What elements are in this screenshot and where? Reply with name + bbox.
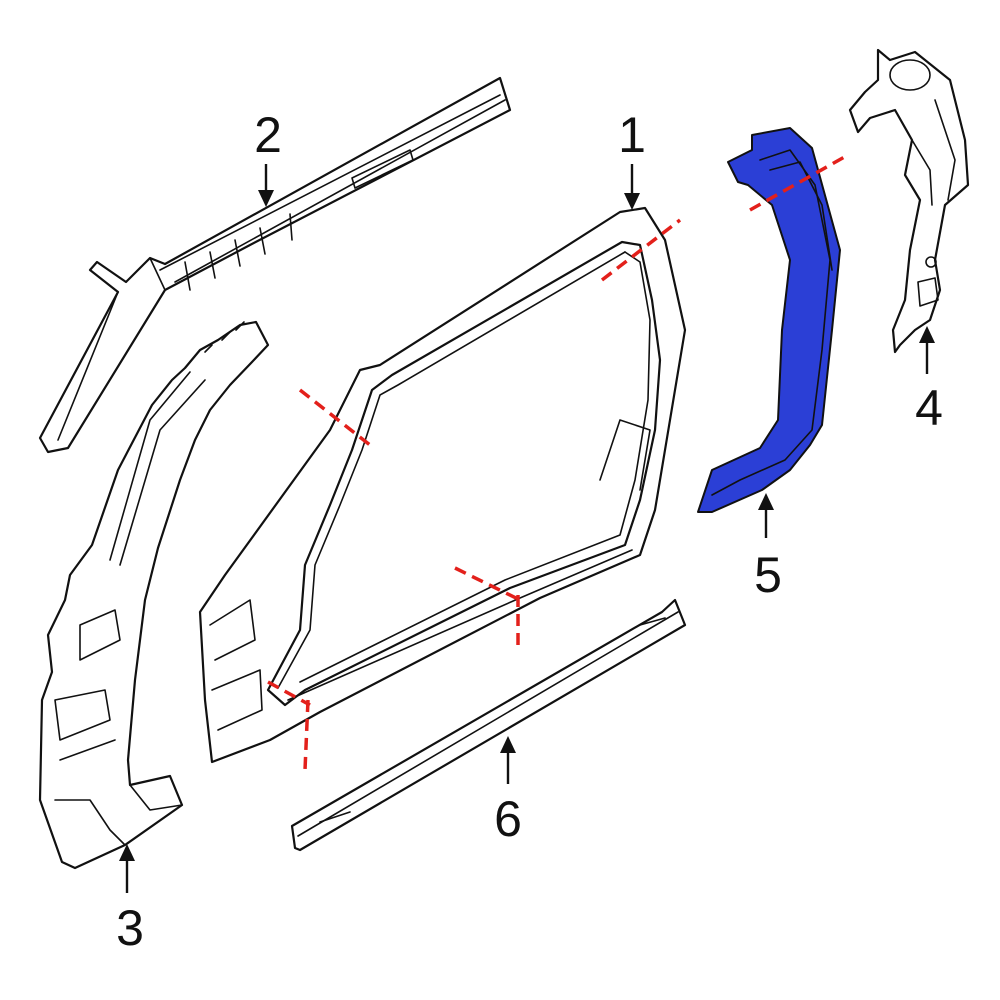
leader-arrows <box>119 164 935 893</box>
cut-line-2 <box>600 218 682 282</box>
callout-labels: 1 2 3 4 5 6 <box>116 107 943 956</box>
callout-4[interactable]: 4 <box>915 380 943 436</box>
section-cut-lines <box>267 153 849 771</box>
part-2-roof-rail[interactable] <box>38 76 512 454</box>
part-6-rocker-panel[interactable] <box>290 598 687 852</box>
callout-6[interactable]: 6 <box>494 791 522 847</box>
leader-arrow-6 <box>500 736 516 784</box>
callout-3[interactable]: 3 <box>116 900 144 956</box>
cut-line-1 <box>298 388 372 447</box>
cut-line-3 <box>454 566 521 602</box>
leader-arrow-2 <box>258 164 274 207</box>
part-4-quarter-panel-inner[interactable] <box>848 48 970 354</box>
part-1-door-opening-frame[interactable] <box>198 206 687 764</box>
part-3-hinge-pillar[interactable] <box>38 320 270 870</box>
leader-arrow-3 <box>119 844 135 893</box>
part-5-highlighted-reinforcement[interactable] <box>697 127 841 513</box>
callout-5[interactable]: 5 <box>754 547 782 603</box>
callout-2[interactable]: 2 <box>254 107 282 163</box>
cut-line-6 <box>303 699 310 771</box>
leader-arrow-4 <box>919 326 935 374</box>
leader-arrow-5 <box>758 493 774 538</box>
leader-arrow-1 <box>624 164 640 210</box>
callout-1[interactable]: 1 <box>618 107 646 163</box>
cut-line-5 <box>267 680 311 707</box>
